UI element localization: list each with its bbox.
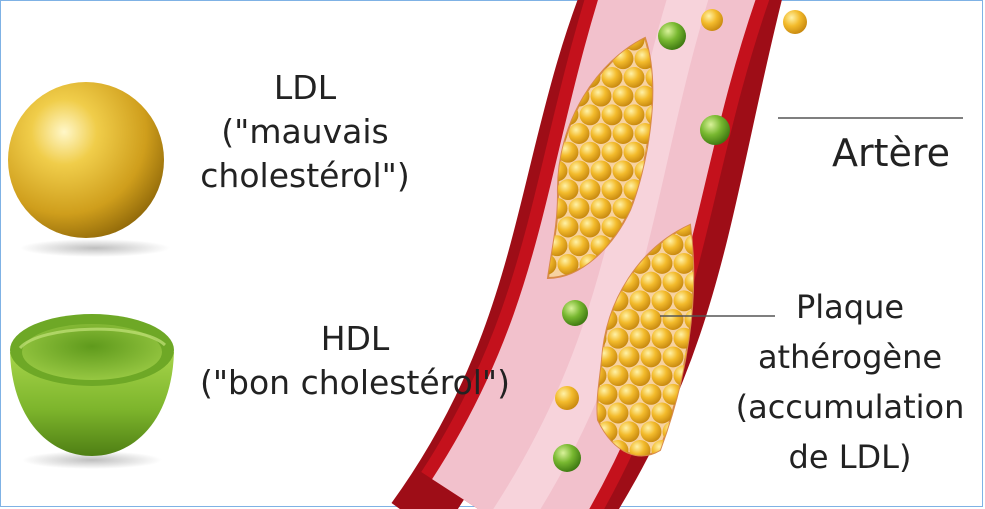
plaque-ldl-particle xyxy=(536,30,557,51)
plaque-label-line4: de LDL) xyxy=(715,432,985,482)
plaque-ldl-particle xyxy=(619,384,640,405)
plaque-ldl-particle xyxy=(569,123,590,144)
ldl-particle xyxy=(555,386,579,410)
plaque-ldl-particle xyxy=(674,440,695,461)
ldl-sphere-shadow xyxy=(20,239,170,257)
artery-label: Artère xyxy=(832,130,950,176)
plaque-ldl-particle xyxy=(630,365,651,386)
plaque-ldl-particle xyxy=(663,309,684,330)
plaque-ldl-particle xyxy=(663,346,684,367)
plaque-ldl-particle xyxy=(663,421,684,442)
plaque-ldl-particle xyxy=(652,403,673,424)
plaque-ldl-particle xyxy=(641,421,662,442)
plaque-ldl-particle xyxy=(591,160,612,181)
plaque-label-line1: Plaque xyxy=(715,282,985,332)
hdl-label: HDL ("bon cholestérol") xyxy=(165,317,545,405)
plaque-ldl-particle xyxy=(597,384,618,405)
plaque-ldl-particle xyxy=(630,328,651,349)
plaque-ldl-particle xyxy=(619,346,640,367)
plaque-ldl-particle xyxy=(685,421,706,442)
plaque-ldl-particle xyxy=(580,217,601,238)
plaque-ldl-particle xyxy=(613,160,634,181)
plaque-ldl-particle xyxy=(591,198,612,219)
plaque-ldl-particle xyxy=(619,421,640,442)
plaque-ldl-particle xyxy=(652,328,673,349)
plaque-label-line3: (accumulation xyxy=(715,382,985,432)
plaque-ldl-particle xyxy=(652,253,673,274)
plaque-ldl-particle xyxy=(608,365,629,386)
plaque-label: Plaque athérogène (accumulation de LDL) xyxy=(715,282,985,482)
plaque-ldl-particle xyxy=(652,290,673,311)
plaque-ldl-particle xyxy=(619,309,640,330)
ldl-label: LDL ("mauvais cholestérol") xyxy=(170,66,440,198)
plaque-ldl-particle xyxy=(602,104,623,125)
ldl-sphere-icon xyxy=(8,82,164,238)
ldl-label-line2: ("mauvais xyxy=(170,110,440,154)
plaque-ldl-particle xyxy=(674,403,695,424)
plaque-ldl-particle xyxy=(674,253,695,274)
hdl-bowl-icon xyxy=(10,314,174,469)
plaque-ldl-particle xyxy=(624,67,645,88)
plaque-ldl-particle xyxy=(558,179,579,200)
plaque-ldl-particle xyxy=(569,198,590,219)
plaque-ldl-particle xyxy=(591,86,612,107)
ldl-particle xyxy=(701,9,723,31)
hdl-particle xyxy=(553,444,581,472)
plaque-ldl-particle xyxy=(569,235,590,256)
plaque-ldl-particle xyxy=(641,346,662,367)
plaque-ldl-particle xyxy=(674,290,695,311)
ldl-particle xyxy=(783,10,807,34)
plaque-ldl-particle xyxy=(613,86,634,107)
plaque-ldl-particle xyxy=(580,104,601,125)
plaque-ldl-particle xyxy=(630,403,651,424)
plaque-ldl-particle xyxy=(685,384,706,405)
hdl-label-line1: HDL xyxy=(165,317,545,361)
plaque-ldl-particle xyxy=(591,123,612,144)
plaque-ldl-particle xyxy=(602,179,623,200)
hdl-particle xyxy=(562,300,588,326)
plaque-label-line2: athérogène xyxy=(715,332,985,382)
plaque-ldl-particle xyxy=(608,403,629,424)
hdl-label-line2: ("bon cholestérol") xyxy=(165,361,545,405)
plaque-ldl-particle xyxy=(602,142,623,163)
ldl-label-line3: cholestérol") xyxy=(170,154,440,198)
plaque-ldl-particle xyxy=(602,67,623,88)
plaque-ldl-particle xyxy=(630,290,651,311)
plaque-ldl-particle xyxy=(624,142,645,163)
plaque-ldl-particle xyxy=(652,440,673,461)
plaque-ldl-particle xyxy=(641,272,662,293)
ldl-label-line1: LDL xyxy=(170,66,440,110)
hdl-particle xyxy=(658,22,686,50)
plaque-ldl-particle xyxy=(580,142,601,163)
plaque-ldl-particle xyxy=(663,272,684,293)
plaque-ldl-particle xyxy=(641,384,662,405)
plaque-ldl-particle xyxy=(613,123,634,144)
plaque-ldl-particle xyxy=(641,309,662,330)
plaque-ldl-particle xyxy=(569,160,590,181)
plaque-ldl-particle xyxy=(608,328,629,349)
hdl-particle xyxy=(700,115,730,145)
plaque-ldl-particle xyxy=(558,217,579,238)
plaque-ldl-particle xyxy=(624,104,645,125)
plaque-ldl-particle xyxy=(580,179,601,200)
plaque-ldl-particle xyxy=(652,365,673,386)
